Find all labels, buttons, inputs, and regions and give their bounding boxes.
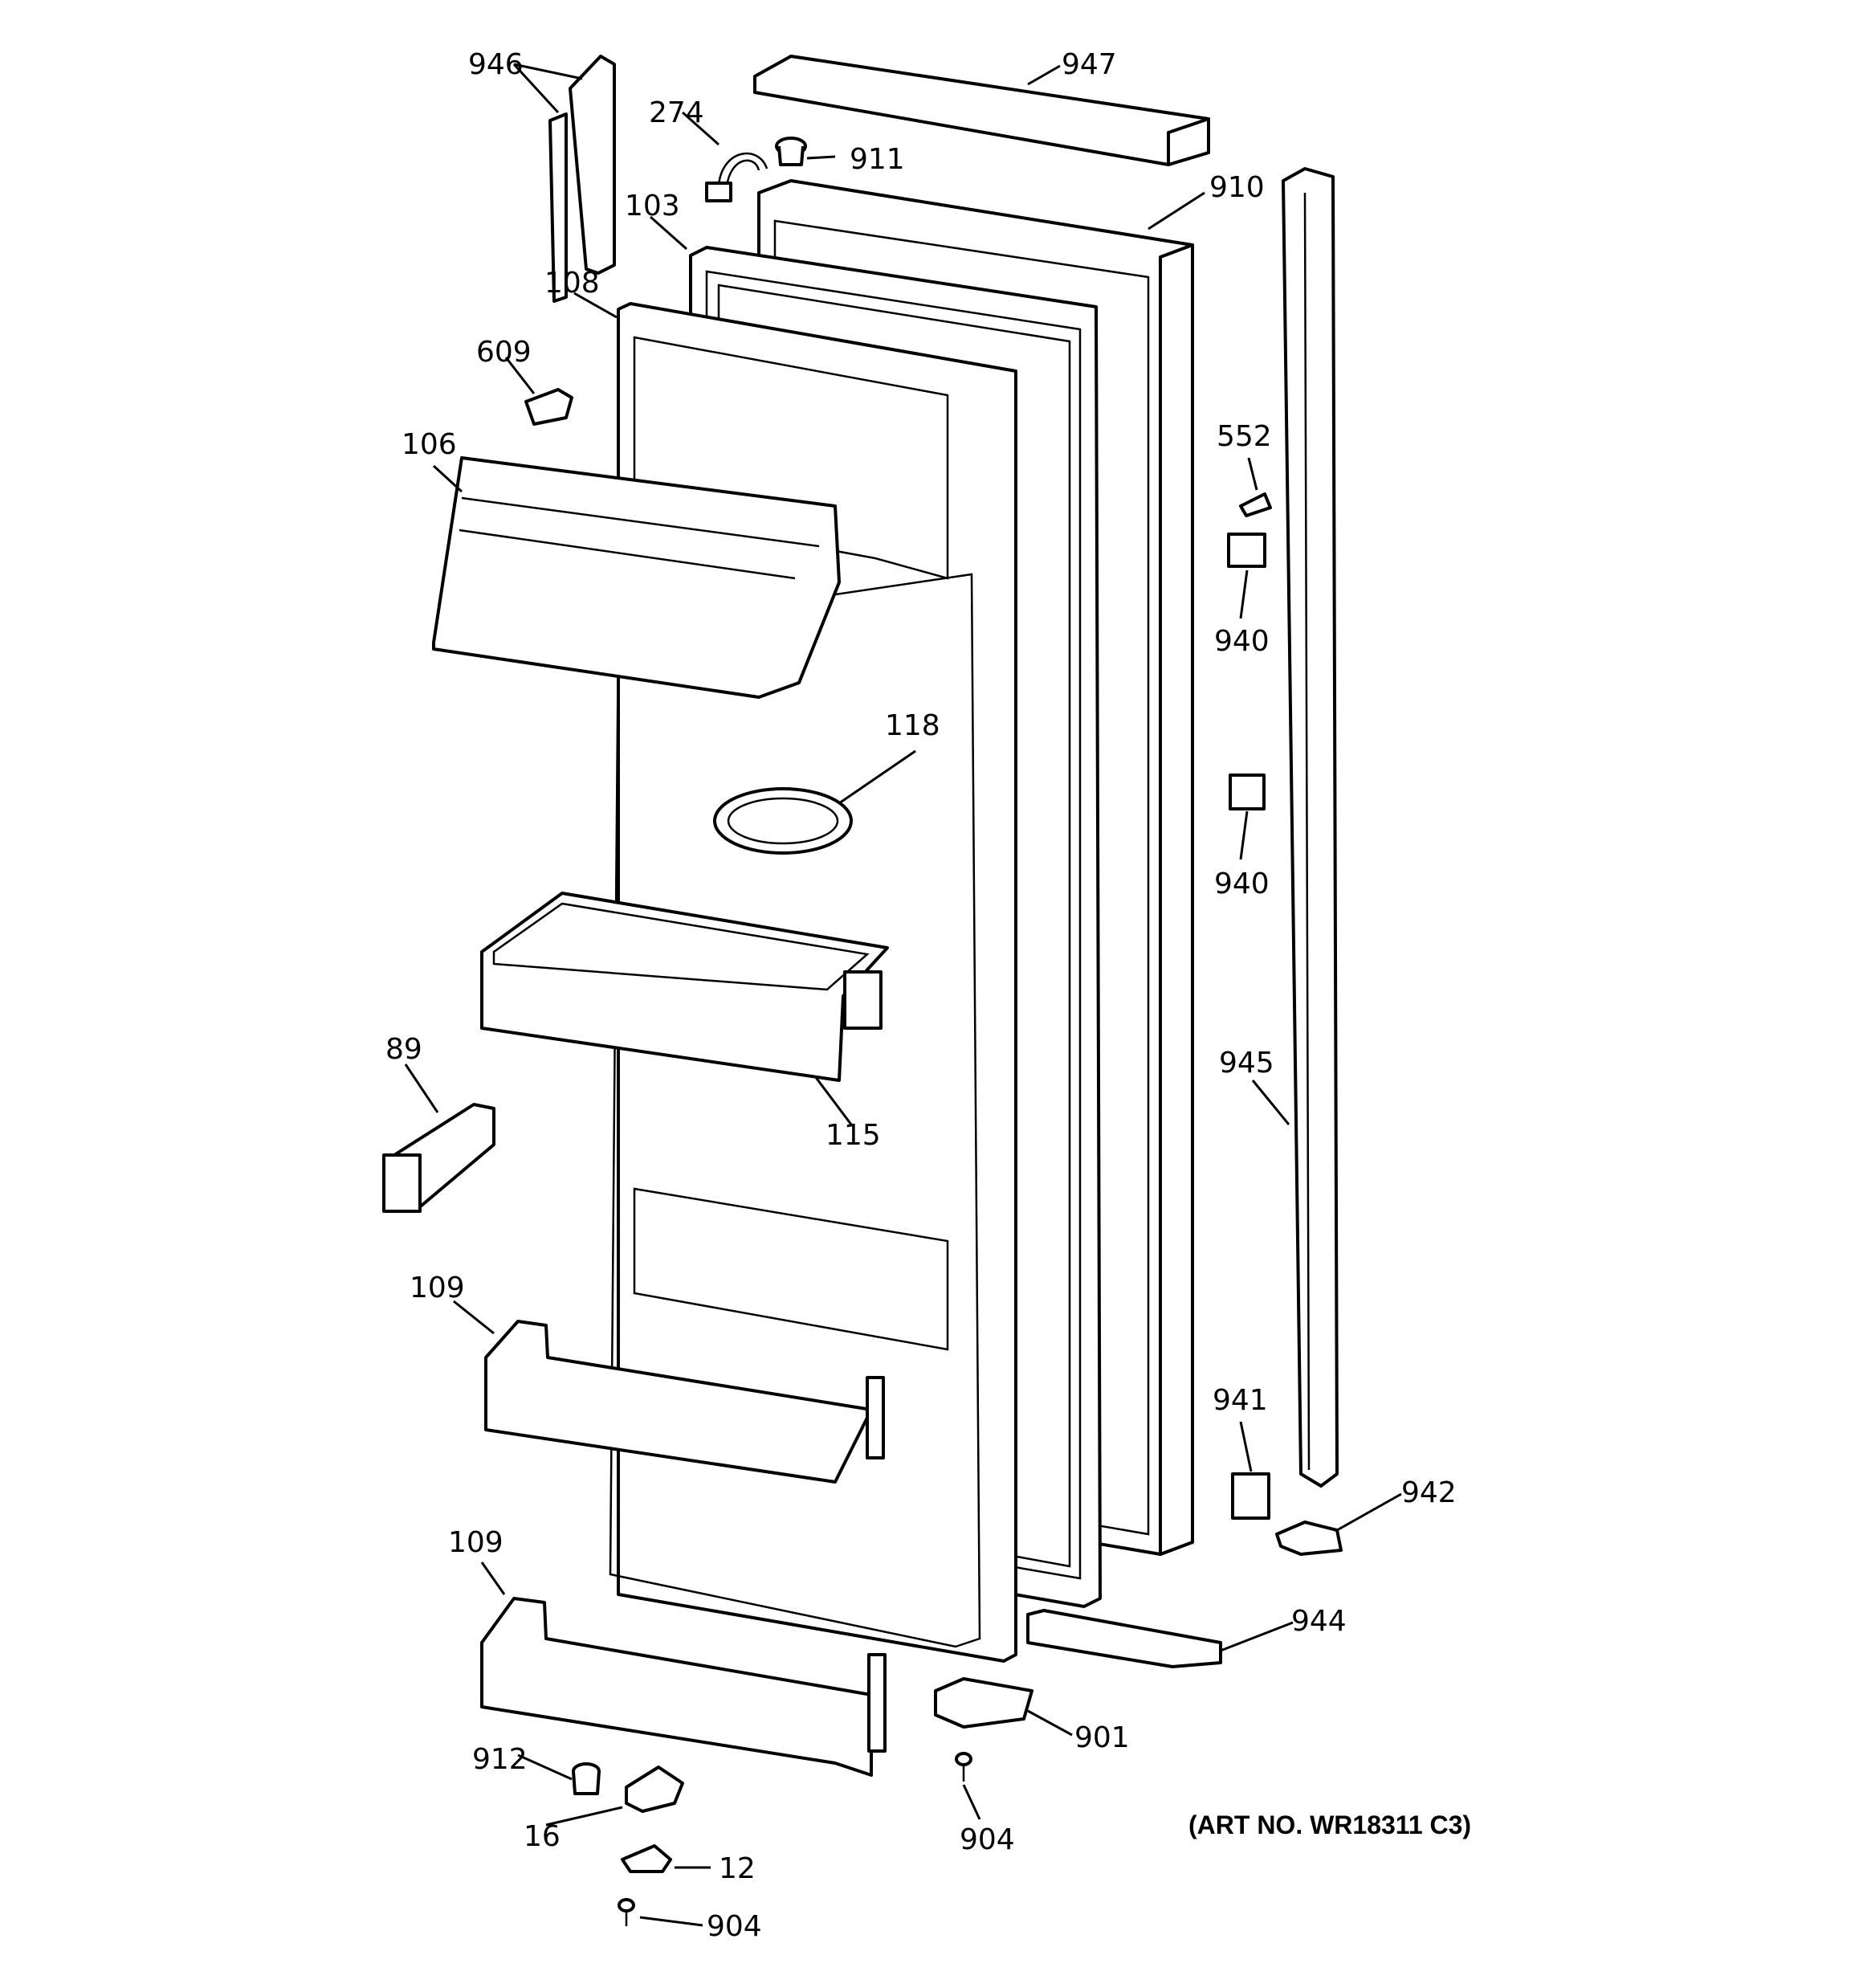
- part-109-door-shelf-lower: [480, 1597, 887, 1777]
- callout-118: 118: [885, 709, 940, 742]
- part-901-cover: [934, 1677, 1033, 1729]
- leader-lines: [404, 63, 1402, 1927]
- part-904-screw-a: [955, 1752, 972, 1782]
- callout-947: 947: [1062, 48, 1117, 81]
- part-912-plug: [572, 1762, 601, 1795]
- part-945-hinge-rail: [1282, 167, 1339, 1488]
- part-940-bracket-upper: [1227, 533, 1266, 568]
- callout-904-b: 904: [707, 1910, 762, 1943]
- callout-945: 945: [1219, 1047, 1274, 1080]
- callout-609: 609: [476, 336, 532, 369]
- part-904-screw-b: [618, 1898, 635, 1926]
- callout-109-lower: 109: [448, 1526, 503, 1559]
- part-946-trim-strips: [548, 55, 616, 303]
- part-609-switch: [524, 388, 573, 426]
- callout-115: 115: [826, 1119, 881, 1152]
- callout-941: 941: [1213, 1384, 1268, 1417]
- callout-911: 911: [850, 143, 905, 176]
- callout-940-upper: 940: [1214, 625, 1270, 658]
- part-944-bottom-rail: [1026, 1609, 1222, 1668]
- callout-16: 16: [524, 1820, 561, 1853]
- callout-552: 552: [1217, 420, 1272, 453]
- callout-912: 912: [472, 1743, 528, 1776]
- callout-946: 946: [468, 48, 524, 81]
- part-274-wire-harness: [705, 152, 768, 202]
- callout-106: 106: [402, 428, 457, 461]
- part-115-bin: [480, 892, 889, 1082]
- callout-910: 910: [1209, 171, 1265, 204]
- part-552-screw: [1239, 492, 1272, 517]
- part-940-bracket-lower: [1229, 774, 1266, 810]
- part-942-hinge: [1275, 1521, 1343, 1556]
- part-911-plug: [775, 137, 807, 166]
- callout-labels: 946 947 274 911 103 910 108 609 106 552 …: [385, 48, 1457, 1943]
- part-941-hinge-bracket: [1231, 1472, 1270, 1520]
- callout-944: 944: [1291, 1605, 1347, 1638]
- part-118-oval-ring: [713, 787, 853, 855]
- callout-108: 108: [544, 267, 600, 300]
- callout-12: 12: [719, 1852, 756, 1885]
- callout-901: 901: [1074, 1721, 1130, 1754]
- callout-89: 89: [385, 1033, 422, 1066]
- part-106-dispenser-cover: [432, 456, 841, 699]
- callout-942: 942: [1401, 1476, 1457, 1509]
- art-number: (ART NO. WR18311 C3): [1188, 1810, 1471, 1839]
- callout-109-upper: 109: [410, 1272, 465, 1304]
- callout-940-lower: 940: [1214, 867, 1270, 900]
- callout-904-a: 904: [960, 1823, 1015, 1856]
- part-16-bracket: [625, 1766, 684, 1813]
- part-109-door-shelf-upper: [484, 1320, 885, 1484]
- part-947-top-cap: [753, 55, 1210, 166]
- callout-274: 274: [649, 96, 704, 129]
- part-12-clip: [621, 1844, 672, 1873]
- callout-103: 103: [625, 190, 680, 222]
- part-89-shelf-clip: [382, 1103, 495, 1213]
